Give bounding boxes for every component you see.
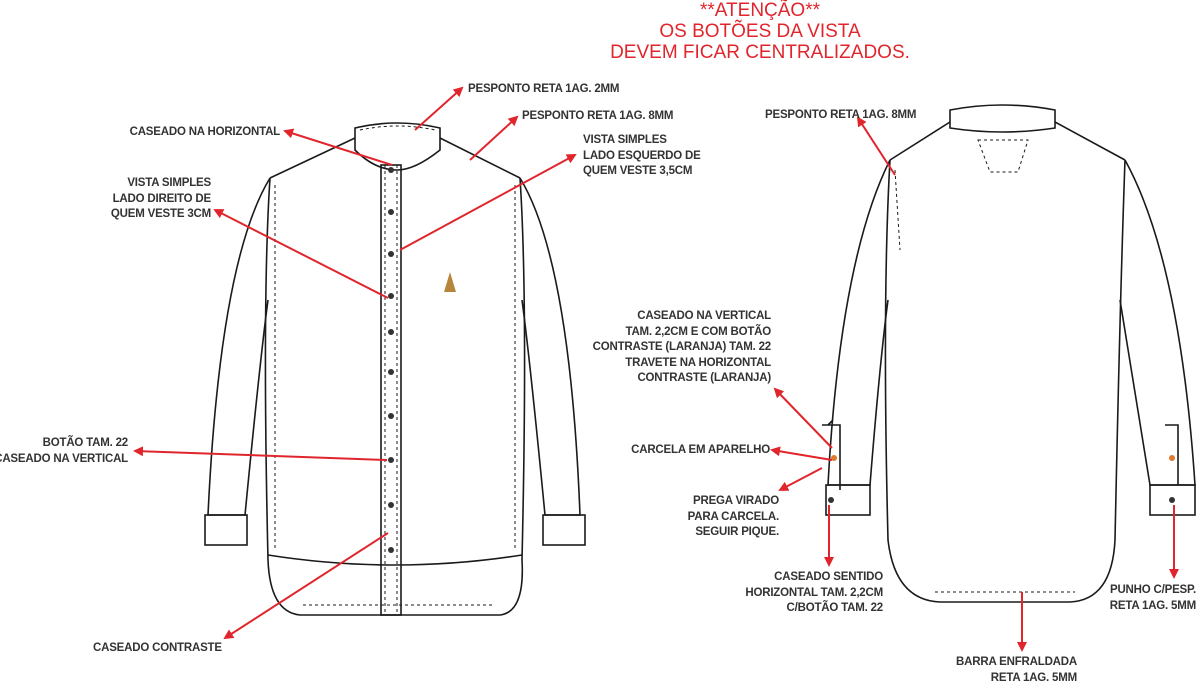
label-punho: PUNHO C/PESP. RETA 1AG. 5MM xyxy=(1110,583,1196,614)
back-left-sleeve xyxy=(827,159,891,486)
text-line: CONTRASTE (LARANJA) xyxy=(637,372,771,384)
label-caseado-horizontal: CASEADO NA HORIZONTAL xyxy=(129,126,281,138)
label-caseado-vertical: CASEADO NA VERTICAL TAM. 2,2CM E COM BOT… xyxy=(592,309,772,387)
text-line: TRAVETE NA HORIZONTAL xyxy=(625,356,771,369)
text-line: C/BOTÃO TAM. 22 xyxy=(786,602,884,614)
label-pesponto-8mm-front: PESPONTO RETA 1AG. 8MM xyxy=(522,110,674,122)
arrow xyxy=(223,532,389,640)
text-line: HORIZONTAL TAM. 2,2CM xyxy=(745,586,883,599)
label-botao: BOTÃO TAM. 22 CASEADO NA VERTICAL xyxy=(0,436,128,467)
arrow xyxy=(414,86,464,131)
label-caseado-sentido: CASEADO SENTIDO HORIZONTAL TAM. 2,2CM C/… xyxy=(745,570,883,617)
label-vista-direito: VISTA SIMPLES LADO DIREITO DE QUEM VESTE… xyxy=(111,176,211,223)
text-line: TAM. 2,2CM E COM BOTÃO xyxy=(625,325,771,338)
text-line: CONTRASTE (LARANJA) TAM. 22 xyxy=(592,341,772,353)
front-buttons xyxy=(388,167,394,553)
text-line: CASEADO SENTIDO xyxy=(774,571,883,583)
arrow xyxy=(856,116,896,176)
attention-note: **ATENÇÃO** OS BOTÕES DA VISTA DEVEM FIC… xyxy=(560,0,960,63)
text-line: PUNHO C/PESP. xyxy=(1109,584,1196,596)
annotation-arrows xyxy=(133,86,1179,652)
attention-line: DEVEM FICAR CENTRALIZADOS. xyxy=(610,42,910,63)
attention-line: OS BOTÕES DA VISTA xyxy=(659,21,861,42)
cuff-button-orange xyxy=(831,455,837,461)
front-body xyxy=(264,177,526,616)
arrow xyxy=(778,467,823,491)
text-line: BARRA ENFRALDADA xyxy=(956,656,1077,668)
back-body xyxy=(884,159,1126,603)
arrow xyxy=(399,154,577,251)
label-vista-esquerdo: VISTA SIMPLES LADO ESQUERDO DE QUEM VEST… xyxy=(583,133,701,180)
text-line: BOTÃO TAM. 22 xyxy=(42,437,129,449)
arrow xyxy=(133,446,388,461)
text-line: VISTA SIMPLES xyxy=(127,177,211,189)
attention-line: **ATENÇÃO** xyxy=(699,0,820,21)
text-line: QUEM VESTE 3CM xyxy=(110,208,211,220)
text-line: SEGUIR PIQUE. xyxy=(695,526,779,538)
arrow xyxy=(213,209,389,299)
label-pesponto-2mm: PESPONTO RETA 1AG. 2MM xyxy=(468,83,620,95)
label-barra: BARRA ENFRALDADA RETA 1AG. 5MM xyxy=(956,655,1077,685)
arrow xyxy=(469,115,519,161)
arrow xyxy=(283,128,393,166)
text-line: VISTA SIMPLES xyxy=(583,134,667,146)
text-line: LADO ESQUERDO DE xyxy=(583,149,701,162)
front-shirt xyxy=(204,122,586,616)
label-prega: PREGA VIRADO PARA CARCELA. SEGUIR PIQUE. xyxy=(687,494,780,541)
text-line: CASEADO NA VERTICAL xyxy=(637,310,771,322)
label-caseado-contraste: CASEADO CONTRASTE xyxy=(93,642,222,654)
cuff-button-orange xyxy=(1169,455,1175,461)
text-line: CASEADO NA VERTICAL xyxy=(0,452,128,465)
label-carcela: CARCELA EM APARELHO xyxy=(631,444,770,456)
text-line: RETA 1AG. 5MM xyxy=(990,671,1077,684)
back-shirt xyxy=(822,104,1196,603)
text-line: LADO DIREITO DE xyxy=(112,192,212,205)
logo-icon xyxy=(444,272,456,292)
text-line: PREGA VIRADO xyxy=(693,495,779,507)
arrow xyxy=(773,387,833,449)
back-right-sleeve xyxy=(1119,159,1196,486)
text-line: RETA 1AG. 5MM xyxy=(1109,599,1196,612)
text-line: PARA CARCELA. xyxy=(687,510,780,523)
arrow xyxy=(770,446,833,461)
front-collar xyxy=(354,122,441,171)
label-pesponto-8mm-back: PESPONTO RETA 1AG. 8MM xyxy=(765,109,917,121)
front-left-sleeve xyxy=(207,177,271,516)
front-right-sleeve xyxy=(519,177,581,516)
text-line: QUEM VESTE 3,5CM xyxy=(583,165,693,177)
back-collar xyxy=(949,104,1056,133)
